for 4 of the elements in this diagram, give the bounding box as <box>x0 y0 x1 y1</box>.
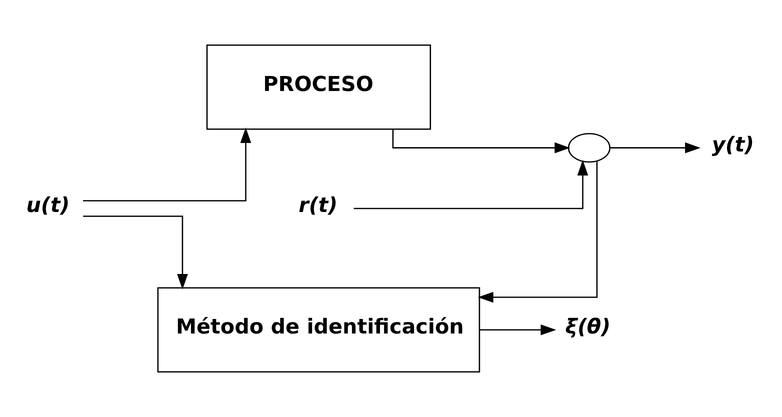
node-text: u(t) <box>26 193 70 218</box>
node-text: ξ(θ) <box>565 314 611 338</box>
node-text: y(t) <box>712 132 754 156</box>
node-text: r(t) <box>298 193 338 218</box>
